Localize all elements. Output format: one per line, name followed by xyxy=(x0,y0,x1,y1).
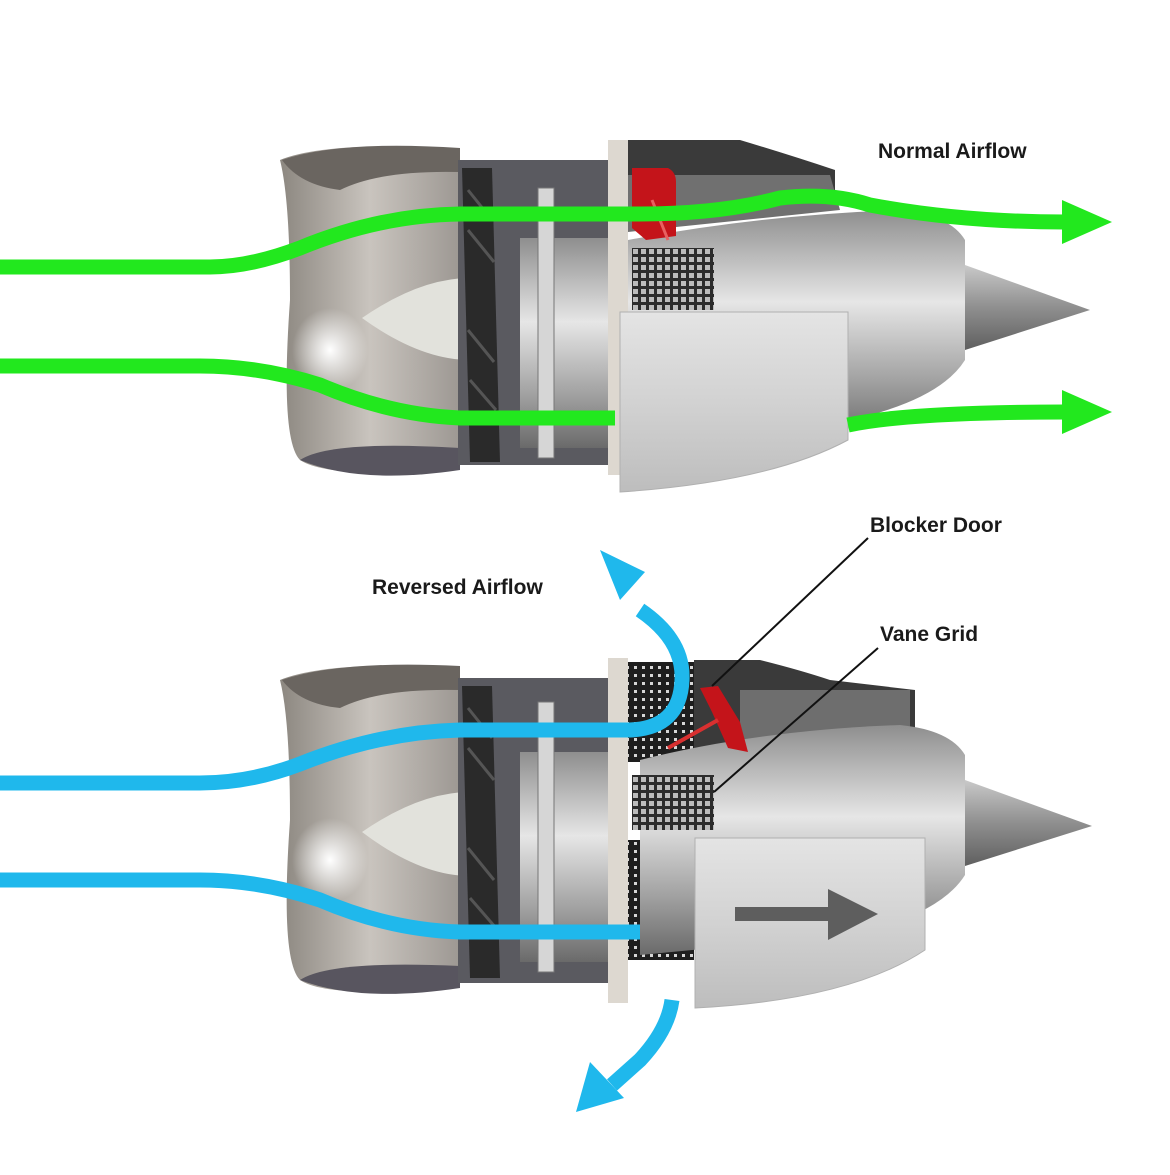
sleeve-direction-arrow-icon xyxy=(735,889,878,940)
intake-lip-top xyxy=(282,664,460,708)
exhaust-cone xyxy=(965,780,1092,866)
vane-grid xyxy=(632,248,714,310)
fan-blades xyxy=(462,686,500,978)
splitter-frame xyxy=(608,658,628,1003)
blocker-door-leader-line xyxy=(711,537,869,687)
normal-airflow-lower-exit xyxy=(846,404,1066,433)
blocker-door-link xyxy=(667,718,719,750)
arrowhead-reversed-up xyxy=(600,550,645,600)
translating-sleeve-deployed xyxy=(694,837,926,1009)
vane-grid-label: Vane Grid xyxy=(880,623,978,646)
reversed-airflow-upper xyxy=(0,603,690,791)
fan-blades xyxy=(462,168,500,462)
spinner-cone xyxy=(362,278,470,360)
vane-grid xyxy=(632,775,714,830)
intake-lip-top xyxy=(282,145,460,190)
normal-airflow-arrows xyxy=(0,188,1112,434)
normal-airflow-lower-core xyxy=(0,358,615,426)
intake-glow xyxy=(292,818,368,902)
spinner-cone xyxy=(362,792,470,876)
intake-lip-bottom xyxy=(300,445,460,476)
blocker-door-label: Blocker Door xyxy=(870,514,1002,537)
normal-airflow-label: Normal Airflow xyxy=(878,140,1027,163)
intake-glow xyxy=(292,308,368,392)
arrowhead-reversed-down xyxy=(576,1062,624,1112)
translating-sleeve xyxy=(619,311,849,493)
compressor-disk xyxy=(537,187,555,459)
reversed-airflow-lower-core xyxy=(0,872,640,940)
engine-reversed xyxy=(280,658,1092,1009)
reversed-airflow-arrows xyxy=(0,550,690,1112)
vane-grid-leader-line xyxy=(713,647,879,793)
reversed-airflow-lower-exit xyxy=(607,998,680,1091)
engine-normal xyxy=(280,140,1090,493)
normal-airflow-upper xyxy=(0,188,1066,275)
reversed-airflow-label: Reversed Airflow xyxy=(372,576,543,599)
arrowhead-lower xyxy=(1062,390,1112,434)
compressor-disk xyxy=(537,701,555,973)
exhaust-cone xyxy=(965,265,1090,350)
intake-lip-bottom xyxy=(300,964,460,994)
arrowhead-upper xyxy=(1062,200,1112,244)
blocker-door xyxy=(700,686,748,752)
